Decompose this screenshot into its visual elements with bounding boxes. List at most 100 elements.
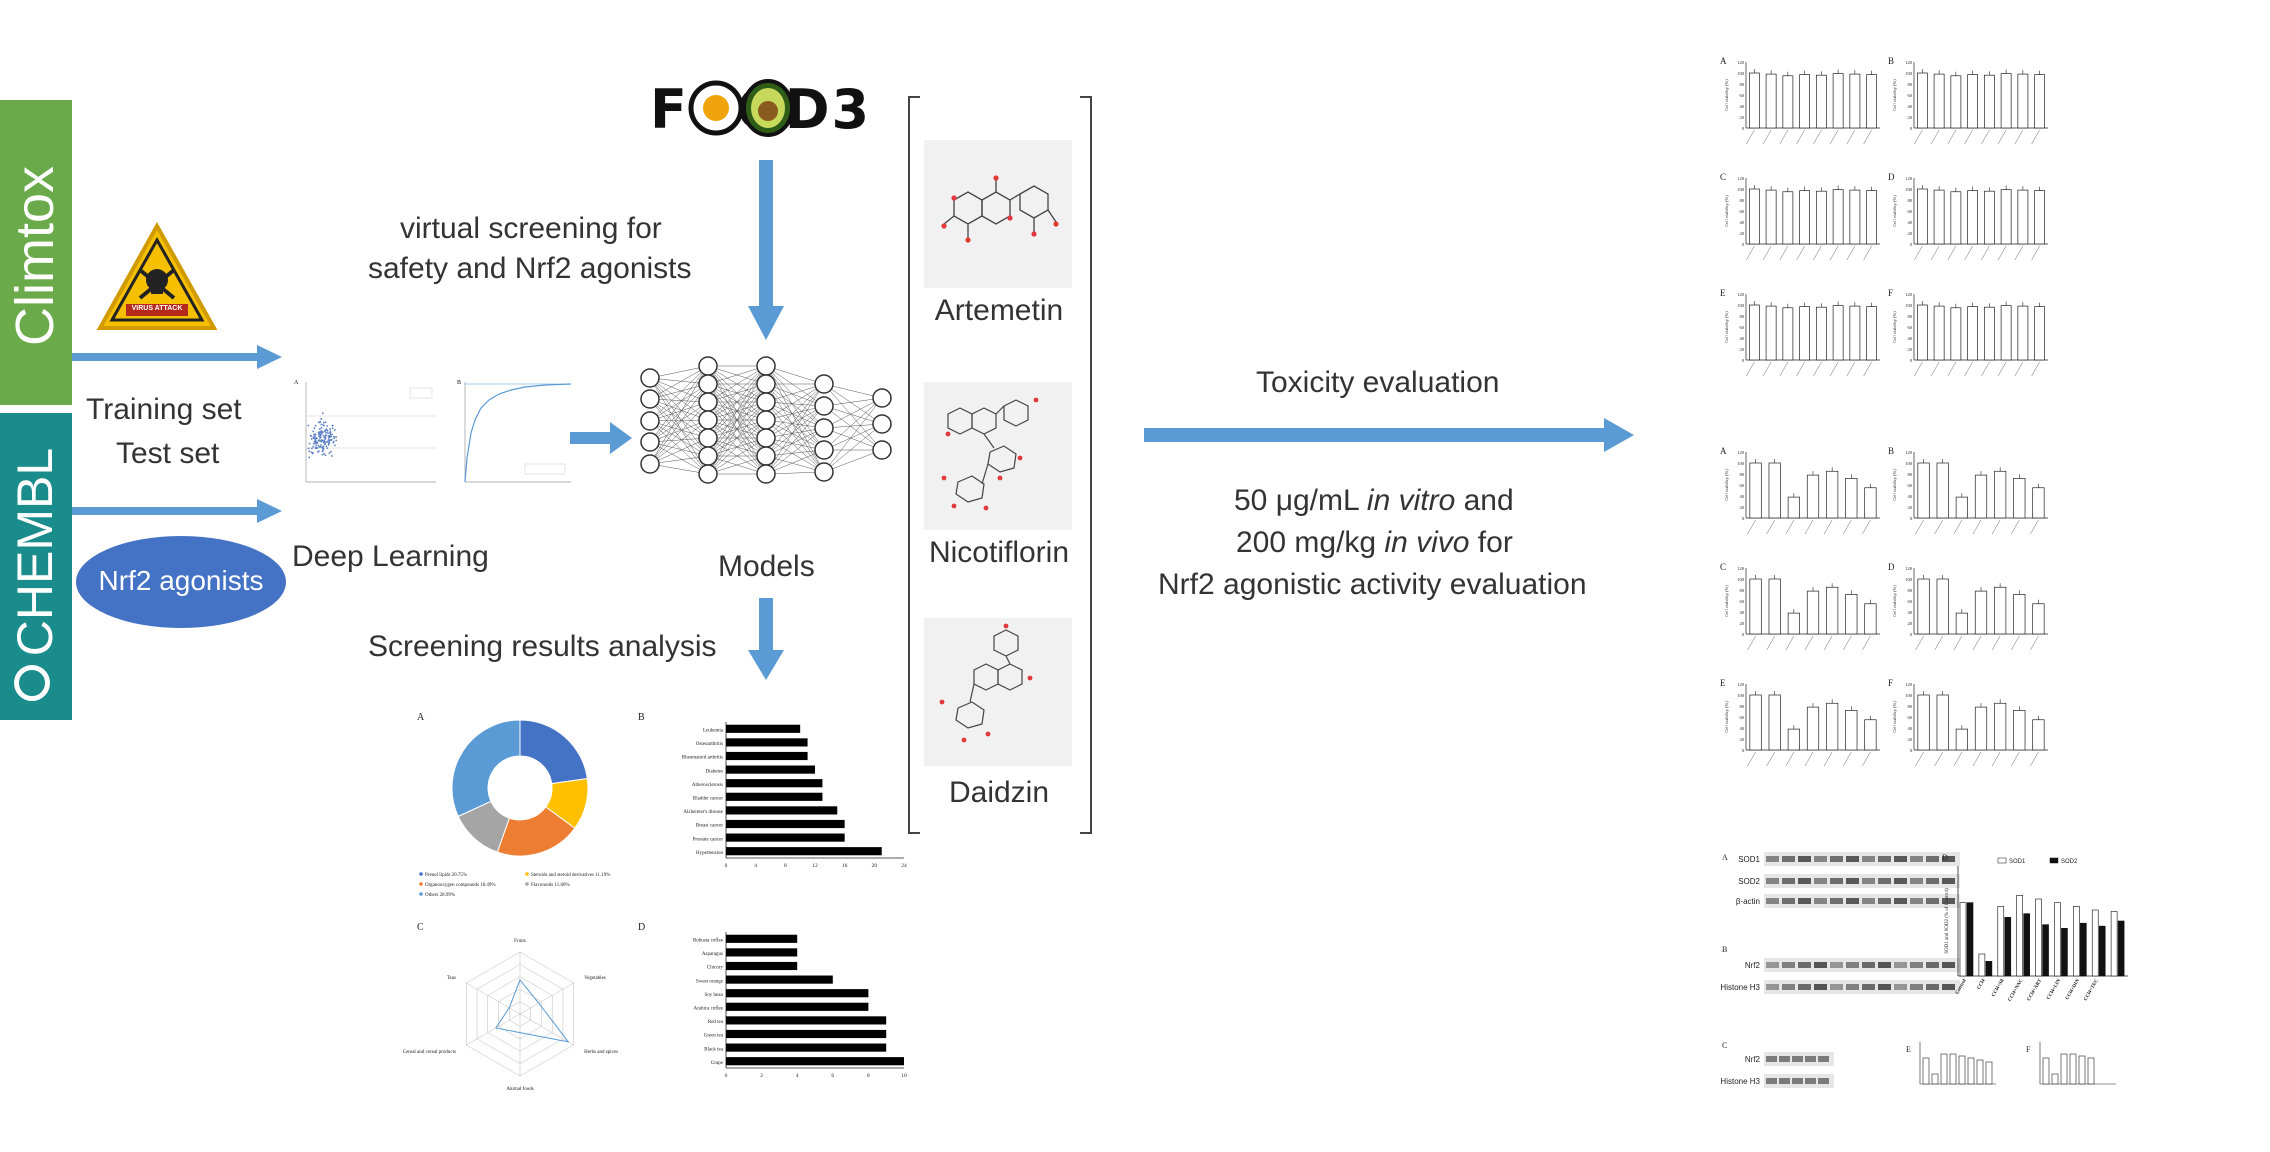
nn-connection — [649, 377, 709, 457]
blot-band — [1792, 1056, 1803, 1062]
svg-text:B: B — [457, 380, 461, 386]
nn-connection — [765, 401, 825, 451]
result-bar — [1864, 603, 1877, 635]
scatter-point — [335, 439, 338, 442]
blot-label: Nrf2 — [1745, 1055, 1761, 1064]
sod-legend-label: SOD2 — [2061, 859, 2078, 865]
result-panel-label: F — [1888, 288, 1893, 298]
scatter-point — [316, 437, 318, 440]
scatter-point — [311, 447, 313, 450]
panel-label-d: D — [638, 922, 645, 933]
nn-connection — [823, 423, 883, 473]
legend-swatch — [525, 872, 529, 876]
result-xtick-stub — [1747, 751, 1756, 767]
result-bar — [2013, 710, 2026, 751]
nn-connection — [707, 419, 767, 475]
result-xtick-stub — [1862, 635, 1871, 651]
scatter-point — [329, 430, 332, 433]
result-bar — [1864, 487, 1877, 519]
western-panel-label: A — [1722, 853, 1728, 862]
bar-category-label: Prostate cancer — [693, 837, 724, 842]
nrf2-bar — [1922, 1057, 1930, 1085]
sod-bar — [2061, 928, 2068, 977]
result-xtick-stub — [1829, 361, 1839, 377]
nn-connection — [707, 437, 767, 475]
nn-connection — [823, 405, 883, 425]
scatter-point — [325, 434, 328, 437]
result-xtick-stub — [1766, 635, 1775, 651]
scatter-point — [333, 435, 335, 438]
scatter-point — [312, 445, 315, 448]
blot-band — [1798, 984, 1811, 990]
blot-band — [1830, 878, 1843, 884]
nn-node — [756, 392, 776, 412]
scatter-point — [320, 418, 323, 420]
blot-band — [1779, 1078, 1790, 1084]
nn-connection — [765, 365, 825, 451]
sod-bar — [2035, 898, 2042, 977]
result-bar — [1984, 190, 1995, 245]
sod-bar — [2080, 922, 2087, 977]
result-ylabel: Cell viability (%) — [1724, 311, 1729, 343]
result-tick-label: 100 — [1905, 577, 1913, 582]
result-bar — [1974, 706, 1988, 751]
panel-label-a: A — [417, 712, 425, 723]
climtox-banner: Climtox — [0, 100, 72, 405]
result-xtick-stub — [1846, 361, 1856, 377]
blot-band — [1814, 984, 1827, 990]
result-tick-label: 40 — [1740, 494, 1745, 499]
bar-tick-label: 2 — [760, 1073, 763, 1079]
nn-connection — [649, 420, 709, 457]
bar — [726, 1029, 887, 1039]
blot-band — [1878, 898, 1891, 904]
result-xtick-stub — [1862, 519, 1871, 535]
western-panel-label: B — [1722, 945, 1727, 954]
nn-connection — [649, 365, 709, 422]
scatter-point — [329, 433, 332, 436]
result-bar — [2034, 74, 2046, 129]
scatter-point — [327, 438, 330, 441]
nn-connection — [765, 419, 825, 451]
panel-label-c: C — [417, 922, 424, 933]
result-xtick-stub — [1746, 361, 1755, 377]
bar — [726, 1016, 887, 1025]
bar — [726, 1002, 869, 1011]
result-bar — [1749, 188, 1760, 245]
scatter-point — [330, 455, 333, 457]
sod-bar — [1959, 902, 1967, 977]
blot-band — [1779, 1056, 1790, 1062]
nn-node — [640, 411, 660, 431]
result-tick-label: 40 — [1908, 726, 1913, 731]
bar-category-label: Leukemia — [703, 729, 724, 734]
result-bar — [1864, 719, 1877, 751]
result-panel-label: D — [1888, 172, 1895, 182]
bar-tick-label: 4 — [796, 1073, 799, 1079]
sod-bar — [1978, 953, 1986, 977]
bar — [726, 779, 823, 788]
nn-connection — [765, 405, 825, 475]
compound-name-daidzin: Daidzin — [948, 776, 1050, 809]
nn-connection — [823, 423, 883, 451]
scatter-point — [319, 445, 322, 448]
blot-band — [1926, 962, 1939, 968]
bar-tick-label: 20 — [872, 863, 878, 869]
nn-connection — [823, 397, 883, 429]
result-bar — [1994, 470, 2007, 519]
result-xtick-stub — [1997, 361, 2007, 377]
blot-band — [1782, 898, 1795, 904]
dose-in-vivo-suffix: for — [1469, 526, 1513, 559]
bar-category-label: Arabica coffee — [694, 1007, 724, 1012]
donut-legend-label: Organooxygen compounds 18.49% — [425, 883, 496, 888]
result-xtick-stub — [1915, 635, 1924, 651]
result-tick-label: 100 — [1737, 303, 1745, 308]
compound-name-artemetin: Artemetin — [934, 294, 1064, 327]
nn-connection — [649, 437, 709, 465]
sod-category-label: CCl4+TEC — [2083, 978, 2100, 1002]
bar-category-label: Diabetes — [706, 769, 724, 774]
toxicity-evaluation-label: Toxicity evaluation — [1256, 366, 1500, 399]
bar-category-label: Green tea — [704, 1034, 724, 1039]
result-bar — [1984, 306, 1995, 361]
scatter-point — [317, 450, 319, 453]
nn-node — [698, 356, 718, 376]
sod-bar — [2016, 895, 2023, 977]
